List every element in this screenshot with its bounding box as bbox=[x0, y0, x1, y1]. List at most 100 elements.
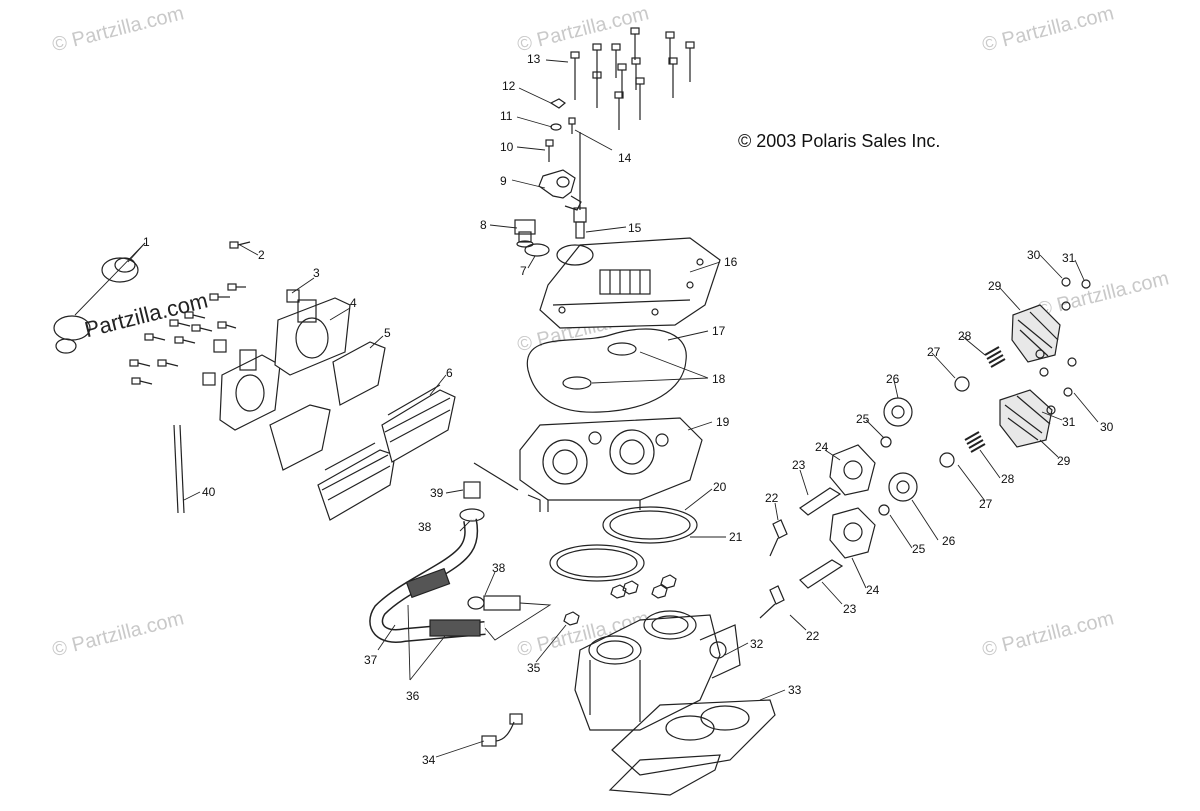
fitting-39 bbox=[463, 481, 481, 499]
callout-31a: 31 bbox=[1062, 251, 1076, 265]
callout-38a: 38 bbox=[418, 520, 432, 534]
reed-spacer bbox=[269, 341, 386, 471]
callout-26a: 26 bbox=[886, 372, 900, 386]
head-gasket bbox=[526, 328, 687, 413]
callout-labels: 1 2 3 4 5 6 7 8 9 10 11 12 13 14 15 16 1… bbox=[143, 52, 1114, 767]
callout-23b: 23 bbox=[843, 602, 857, 616]
valve-25 bbox=[880, 436, 892, 448]
washer-11 bbox=[550, 123, 562, 131]
callout-33: 33 bbox=[788, 683, 802, 697]
pump-fitting bbox=[759, 519, 788, 619]
callout-25a: 25 bbox=[856, 412, 870, 426]
nut-12 bbox=[549, 98, 567, 109]
fitting-3 bbox=[202, 289, 300, 386]
diaphragm bbox=[883, 397, 913, 427]
callout-38b: 38 bbox=[492, 561, 506, 575]
callout-31b: 31 bbox=[1062, 415, 1076, 429]
copyright-notice: © 2003 Polaris Sales Inc. bbox=[738, 131, 941, 151]
callout-27b: 27 bbox=[979, 497, 993, 511]
o-ring-18 bbox=[607, 342, 637, 356]
thermostat bbox=[514, 219, 536, 248]
pump-body bbox=[829, 444, 876, 559]
callout-11: 11 bbox=[500, 109, 513, 123]
spring bbox=[964, 346, 1006, 453]
callout-12: 12 bbox=[502, 79, 516, 93]
callout-36: 36 bbox=[406, 689, 420, 703]
callout-19: 19 bbox=[716, 415, 730, 429]
o-ring bbox=[524, 243, 550, 257]
callout-10: 10 bbox=[500, 140, 514, 154]
thermostat-housing bbox=[538, 169, 582, 211]
pump-screws bbox=[1035, 277, 1091, 415]
cylinder-gasket-21 bbox=[549, 544, 645, 582]
callout-6: 6 bbox=[446, 366, 453, 380]
ref-line bbox=[473, 462, 519, 491]
temp-sensor bbox=[573, 132, 587, 239]
callout-7: 7 bbox=[520, 264, 527, 278]
callout-18: 18 bbox=[712, 372, 726, 386]
callout-8: 8 bbox=[480, 218, 487, 232]
sensor-34 bbox=[481, 713, 523, 747]
callout-17: 17 bbox=[712, 324, 726, 338]
screw-14 bbox=[568, 117, 576, 134]
cylinder-block bbox=[574, 610, 741, 731]
valve-25b bbox=[878, 504, 890, 516]
base-gasket bbox=[611, 699, 776, 776]
callout-25b: 25 bbox=[912, 542, 926, 556]
cylinder-head bbox=[519, 417, 703, 512]
water-hose bbox=[369, 518, 486, 643]
reed-bolts bbox=[129, 241, 251, 385]
cylinder-gasket-20 bbox=[602, 506, 698, 544]
callout-24a: 24 bbox=[815, 440, 829, 454]
valve-27b bbox=[939, 452, 955, 468]
cylinder-nuts bbox=[563, 574, 677, 626]
callout-9: 9 bbox=[500, 174, 507, 188]
callout-30b: 30 bbox=[1100, 420, 1114, 434]
callout-13: 13 bbox=[527, 52, 541, 66]
callout-2: 2 bbox=[258, 248, 265, 262]
callout-24b: 24 bbox=[866, 583, 880, 597]
callout-4: 4 bbox=[350, 296, 357, 310]
callout-23a: 23 bbox=[792, 458, 806, 472]
pump-gasket bbox=[799, 487, 842, 516]
callout-3: 3 bbox=[313, 266, 320, 280]
callout-21: 21 bbox=[729, 530, 743, 544]
cylinder-head-cover bbox=[539, 237, 721, 329]
callout-15: 15 bbox=[628, 221, 642, 235]
callout-32: 32 bbox=[750, 637, 764, 651]
callout-29b: 29 bbox=[1057, 454, 1071, 468]
callout-40: 40 bbox=[202, 485, 216, 499]
callout-35: 35 bbox=[527, 661, 541, 675]
pump-gasket-b bbox=[799, 559, 844, 589]
callout-27a: 27 bbox=[927, 345, 941, 359]
fitting-38b bbox=[467, 595, 521, 611]
pump-cover bbox=[999, 304, 1061, 448]
callout-22b: 22 bbox=[806, 629, 820, 643]
callout-28b: 28 bbox=[1001, 472, 1015, 486]
callout-29a: 29 bbox=[988, 279, 1002, 293]
callout-16: 16 bbox=[724, 255, 738, 269]
rod-40 bbox=[173, 424, 185, 514]
hose-clamps bbox=[53, 257, 139, 354]
callout-5: 5 bbox=[384, 326, 391, 340]
head-bolts bbox=[570, 27, 695, 130]
callout-14: 14 bbox=[618, 151, 632, 165]
callout-26b: 26 bbox=[942, 534, 956, 548]
bolt-10 bbox=[545, 139, 554, 162]
base-gasket-b bbox=[608, 754, 721, 796]
diaphragm-b bbox=[888, 472, 918, 502]
valve-27 bbox=[954, 376, 970, 392]
callout-20: 20 bbox=[713, 480, 727, 494]
callout-37: 37 bbox=[364, 653, 378, 667]
ref-bracket bbox=[527, 494, 541, 512]
reed-adapter bbox=[219, 297, 351, 431]
callout-30a: 30 bbox=[1027, 248, 1041, 262]
callout-34: 34 bbox=[422, 753, 436, 767]
callout-1: 1 bbox=[143, 235, 150, 249]
callout-22a: 22 bbox=[765, 491, 779, 505]
reed-valve bbox=[317, 384, 456, 521]
callout-39: 39 bbox=[430, 486, 444, 500]
leader-lines bbox=[74, 59, 1099, 758]
